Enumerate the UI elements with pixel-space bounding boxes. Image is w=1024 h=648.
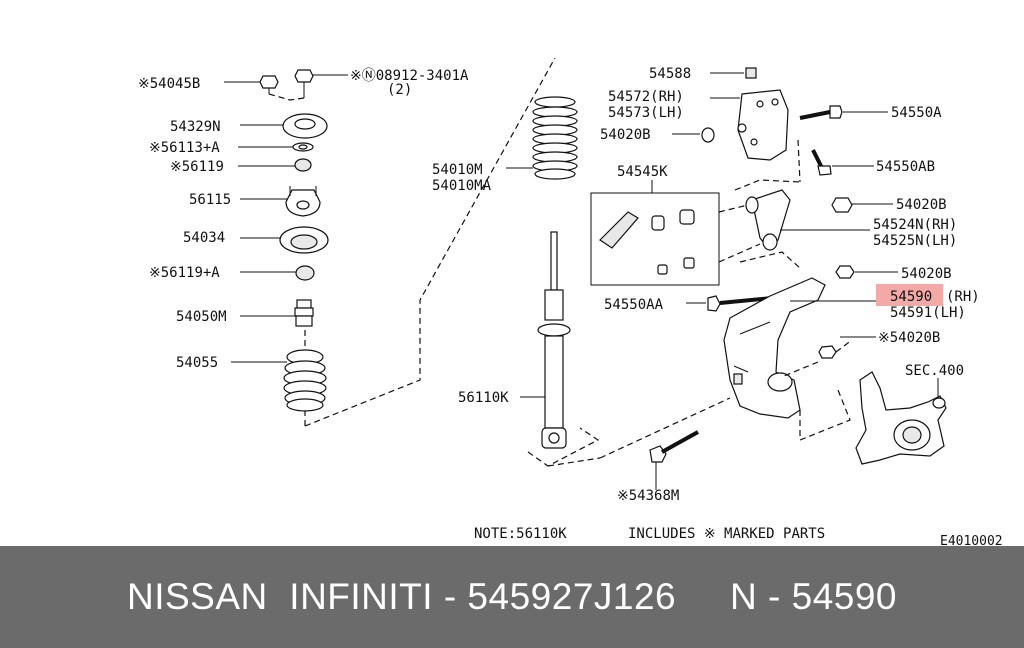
kit-dashed-link xyxy=(718,203,761,263)
label-54545k: 54545K xyxy=(617,164,668,180)
label-54034: 54034 xyxy=(183,230,225,246)
part-number-banner: NISSAN INFINITI - 545927J126 N - 54590 xyxy=(0,546,1024,648)
boot-54055 xyxy=(283,349,327,412)
label-56113: ※56113+A xyxy=(149,140,220,156)
label-54368m: ※54368M xyxy=(617,488,679,504)
label-54055: 54055 xyxy=(176,355,218,371)
parts-diagram: ※54045B ※Ⓝ08912-3401A (2) 54329N ※56113+… xyxy=(138,57,1003,546)
label-54020b-d: ※54020B xyxy=(878,330,940,346)
label-54010m: 54010M xyxy=(432,162,483,178)
nut-54020b-b xyxy=(831,197,853,213)
nut-54045b xyxy=(259,75,279,94)
diagram-canvas: ※54045B ※Ⓝ08912-3401A (2) 54329N ※56113+… xyxy=(138,57,1003,546)
bushing-56119 xyxy=(294,158,312,172)
shock-dashed-link xyxy=(527,397,731,467)
nut-54020b-a xyxy=(701,127,715,143)
label-54591: 54591(LH) xyxy=(890,305,966,321)
bracket-dashed-link xyxy=(734,139,801,269)
mount-56115 xyxy=(285,186,321,217)
label-54050m: 54050M xyxy=(176,309,227,325)
nut-dash-link xyxy=(268,93,305,101)
bolt-54550a xyxy=(799,105,843,120)
label-54020b-c: 54020B xyxy=(901,266,952,282)
link-54524n xyxy=(745,189,791,251)
label-54020b-b: 54020B xyxy=(896,197,947,213)
bumper-54050m xyxy=(294,299,314,327)
coil-spring-54010m xyxy=(532,96,578,180)
knuckle-sec400 xyxy=(855,371,947,465)
bracket-54572 xyxy=(737,89,789,161)
label-54550aa: 54550AA xyxy=(604,297,664,313)
arm-dashed-link xyxy=(783,339,853,441)
nut-54588 xyxy=(745,67,757,79)
note-56110k: NOTE:56110K xyxy=(474,526,567,542)
nut-54020b-d xyxy=(818,345,837,359)
label-56110k: 56110K xyxy=(458,390,509,406)
bushing-56119a xyxy=(295,265,315,281)
label-56115: 56115 xyxy=(189,192,231,208)
label-08912-qty: (2) xyxy=(387,82,412,98)
highlight-54590 xyxy=(876,284,943,306)
label-56119: ※56119 xyxy=(170,159,224,175)
label-54524n: 54524N(RH) xyxy=(873,217,957,233)
label-56119a: ※56119+A xyxy=(149,265,220,281)
stack-dashed-outline xyxy=(304,57,556,427)
washer-56113 xyxy=(292,142,314,152)
label-54329n: 54329N xyxy=(170,119,221,135)
seat-54034 xyxy=(279,226,329,254)
label-54590-side: (RH) xyxy=(946,289,980,305)
label-54020b-a: 54020B xyxy=(600,127,651,143)
plate-54329n xyxy=(282,113,328,139)
figure-code: E4010002 xyxy=(940,534,1003,546)
bolt-54550ab xyxy=(811,149,832,176)
label-54588: 54588 xyxy=(649,66,691,82)
label-08912: ※Ⓝ08912-3401A xyxy=(350,68,469,84)
nut-08912 xyxy=(294,69,314,98)
label-54550a: 54550A xyxy=(891,105,942,121)
label-54572: 54572(RH) xyxy=(608,89,684,105)
bolt-54368m xyxy=(649,430,699,463)
bushing-kit-54545k xyxy=(590,192,720,286)
label-54590: 54590 xyxy=(890,289,932,305)
label-54010ma: 54010MA xyxy=(432,178,492,194)
label-54045b: ※54045B xyxy=(138,76,200,92)
label-54573: 54573(LH) xyxy=(608,105,684,121)
label-54550ab: 54550AB xyxy=(876,159,935,175)
banner-text: NISSAN INFINITI - 545927J126 N - 54590 xyxy=(126,576,898,617)
shock-absorber-56110k xyxy=(537,231,571,449)
note-includes: INCLUDES ※ MARKED PARTS xyxy=(628,526,825,542)
arm-54590 xyxy=(723,277,826,419)
label-54525n: 54525N(LH) xyxy=(873,233,957,249)
bolt-54550aa xyxy=(707,295,773,312)
label-sec400: SEC.400 xyxy=(905,363,964,379)
nut-54020b-c xyxy=(835,265,855,279)
